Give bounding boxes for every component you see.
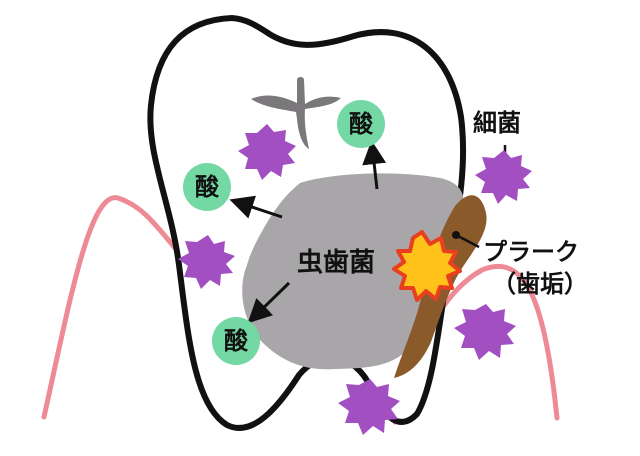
bacteria-right-lower bbox=[454, 304, 516, 360]
acid-bubble-bottom: 酸 bbox=[212, 317, 260, 365]
acid-bubble-top: 酸 bbox=[337, 100, 385, 148]
arrow-to-left-acid bbox=[229, 195, 283, 219]
acid-label-bottom: 酸 bbox=[224, 327, 249, 355]
plaque-sub-label: （歯垢） bbox=[492, 270, 588, 298]
bacteria-bottom bbox=[338, 379, 400, 435]
arrow-to-top-acid bbox=[362, 140, 387, 190]
impact-burst-icon bbox=[392, 230, 462, 302]
cavity-bacteria-label: 虫歯菌 bbox=[297, 248, 375, 278]
acid-label-left: 酸 bbox=[195, 173, 220, 201]
gum-line-left bbox=[41, 195, 178, 420]
bacteria-left-lower bbox=[178, 235, 235, 289]
acid-bubble-left: 酸 bbox=[183, 163, 231, 211]
cavity-region bbox=[242, 173, 464, 370]
plaque-pointer-line bbox=[455, 233, 480, 249]
plaque-pointer-dot bbox=[452, 231, 460, 239]
arrow-to-bottom-acid bbox=[247, 281, 291, 324]
plaque-label: プラーク bbox=[483, 238, 579, 266]
bacteria-left-upper bbox=[238, 124, 296, 180]
bacteria-top-right bbox=[475, 150, 532, 204]
acid-label-top: 酸 bbox=[349, 110, 374, 138]
bacteria-label: 細菌 bbox=[473, 109, 521, 137]
